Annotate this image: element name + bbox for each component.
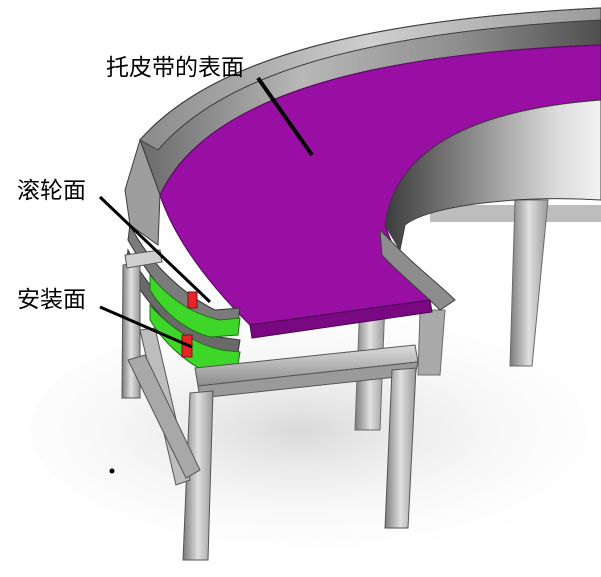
front-support-frame <box>121 249 419 561</box>
roller-marker-red <box>187 291 198 309</box>
roller-rail-green <box>149 273 241 338</box>
belt-surface-leader-line <box>256 76 314 157</box>
mounting-surface-label: 安装面 <box>17 287 86 313</box>
inner-wall-lower-face <box>379 228 456 311</box>
mounting-surface-leader-line <box>99 305 193 349</box>
outer-wall-rim <box>139 7 601 151</box>
outer-wall-front-face <box>124 138 161 246</box>
belt-end-plate <box>249 299 433 339</box>
small-dot <box>109 468 115 474</box>
inner-curved-wall <box>384 99 601 252</box>
roller-surface-leader-line <box>98 195 212 304</box>
roller-surface-label: 滚轮面 <box>17 178 86 204</box>
rear-support-frame <box>354 199 601 431</box>
floor-shadow <box>30 310 601 550</box>
belt-surface-label: 托皮带的表面 <box>106 55 244 81</box>
